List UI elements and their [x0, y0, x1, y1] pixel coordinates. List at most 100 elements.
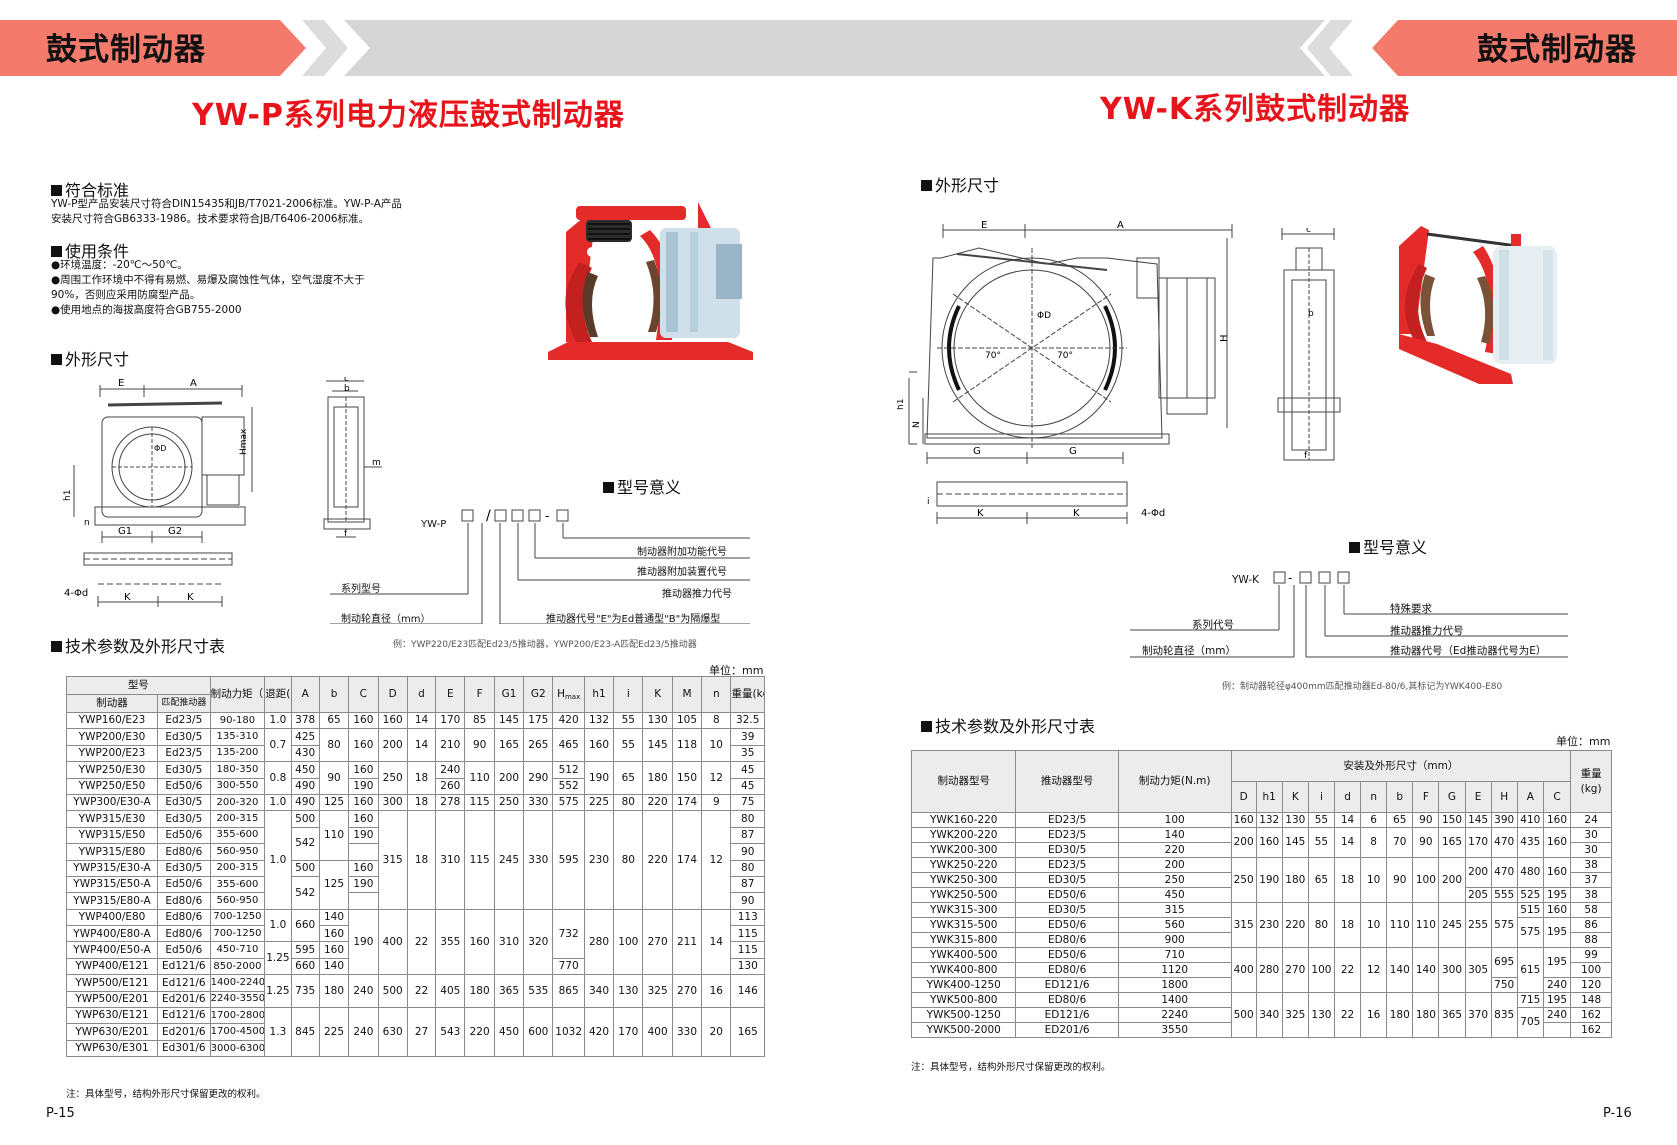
svg-text:c: c: [344, 377, 349, 384]
svg-text:E: E: [981, 220, 987, 231]
rth-dim-K: K: [1281, 781, 1309, 813]
svg-text:4-Φd: 4-Φd: [1141, 508, 1165, 519]
value-cell: 200: [493, 761, 525, 795]
value-cell: 55: [613, 728, 644, 763]
th-d: d: [406, 676, 437, 713]
value-cell: 305: [1464, 947, 1492, 993]
value-cell: 240: [1542, 977, 1572, 993]
value-cell: 160: [348, 728, 379, 763]
value-cell: 27: [406, 1007, 437, 1058]
pusher-cell: Ed121/6: [157, 974, 211, 992]
value-cell: 205: [1464, 887, 1492, 903]
svg-text:c: c: [1306, 228, 1311, 235]
value-cell: 330: [523, 793, 554, 812]
value-cell: 140: [318, 957, 350, 976]
value-cell: 195: [1542, 947, 1572, 978]
yw-p-label-series: 系列型号: [341, 584, 381, 595]
value-cell: 148: [1570, 992, 1612, 1008]
value-cell: 370: [1464, 992, 1492, 1038]
value-cell: 250: [1230, 857, 1257, 903]
value-cell: 290: [523, 761, 554, 795]
pusher-cell: Ed23/5: [157, 744, 211, 763]
value-cell: 220: [642, 810, 673, 910]
brake-model-cell: YWP315/E80-A: [65, 892, 159, 910]
value-cell: 390: [1490, 812, 1518, 828]
rth-dim-D: D: [1230, 781, 1257, 813]
value-cell: 595: [552, 810, 585, 910]
rth-dim-h1: h1: [1255, 781, 1283, 813]
value-cell: 170: [435, 711, 466, 730]
value-cell: 100: [1570, 962, 1612, 978]
value-cell: 470: [1490, 857, 1518, 888]
value-cell: 10: [1360, 857, 1388, 903]
value-cell: 365: [493, 974, 525, 1009]
svg-text:K: K: [977, 508, 984, 519]
value-cell: 118: [671, 728, 703, 763]
yw-p-front-drawing: E A ΦD Hmax h1 n G1 G2: [63, 378, 253, 566]
svg-text:K: K: [124, 592, 131, 603]
yw-k-model-prefix: YW-K: [1232, 574, 1260, 586]
value-cell: 18: [406, 761, 437, 795]
value-cell: 575: [552, 793, 585, 812]
value-cell: 190: [348, 875, 379, 894]
rth-dim-d: d: [1333, 781, 1362, 813]
value-cell: 835: [1490, 992, 1518, 1038]
th-n: n: [701, 676, 732, 713]
value-cell: 22: [1333, 992, 1362, 1038]
yw-p-label-pusher-attachment: 推动器附加装置代号: [637, 567, 727, 578]
value-cell: 705: [1516, 1007, 1544, 1038]
value-cell: 400: [1230, 947, 1257, 993]
rth-dim-C: C: [1542, 781, 1572, 813]
value-cell: 552: [552, 777, 585, 795]
yw-p-spec-table: 型号 制动力矩（N.m） 退距(mm) A b C D d E F G1 G2 …: [65, 676, 765, 1058]
left-page-title: YW-P系列电力液压鼓式制动器: [192, 98, 625, 133]
value-cell: 16: [1360, 992, 1388, 1038]
svg-text:G2: G2: [168, 526, 182, 537]
value-cell: 480: [1516, 857, 1544, 888]
svg-text:A: A: [190, 378, 197, 389]
left-banner-title: 鼓式制动器: [46, 32, 206, 68]
value-cell: 330: [671, 1007, 703, 1058]
th-D: D: [377, 676, 408, 713]
value-cell: [348, 892, 379, 910]
svg-text:H: H: [1219, 334, 1230, 342]
value-cell: 160: [1542, 827, 1572, 858]
value-cell: 100: [1117, 812, 1232, 828]
pusher-cell: ED121/6: [1015, 1007, 1119, 1023]
pusher-cell: Ed201/6: [157, 1023, 211, 1041]
svg-text:ΦD: ΦD: [1037, 311, 1051, 321]
right-unit: 单位：mm: [1556, 735, 1611, 748]
value-cell: 1.0: [264, 793, 292, 812]
svg-text:E: E: [118, 378, 124, 389]
left-unit: 单位：mm: [709, 664, 764, 677]
value-cell: 14: [406, 711, 437, 730]
value-cell: 175: [523, 711, 554, 730]
pusher-cell: ED30/5: [1015, 902, 1119, 918]
value-cell: 18: [1333, 902, 1362, 948]
value-cell: 8: [1360, 827, 1388, 858]
th-G2: G2: [523, 676, 554, 713]
value-cell: 90: [730, 892, 765, 910]
value-cell: 150: [671, 761, 703, 795]
pusher-cell: Ed30/5: [157, 761, 211, 779]
value-cell: 240: [348, 1007, 379, 1058]
th-model: 型号: [66, 676, 211, 695]
value-cell: 1700-4500: [209, 1023, 266, 1041]
value-cell: 140: [1117, 827, 1232, 843]
value-cell: 160: [348, 793, 379, 812]
value-cell: 30: [1570, 827, 1612, 843]
svg-text:h1: h1: [897, 399, 906, 410]
value-cell: 9: [701, 793, 732, 812]
right-banner-title: 鼓式制动器: [1477, 32, 1637, 68]
